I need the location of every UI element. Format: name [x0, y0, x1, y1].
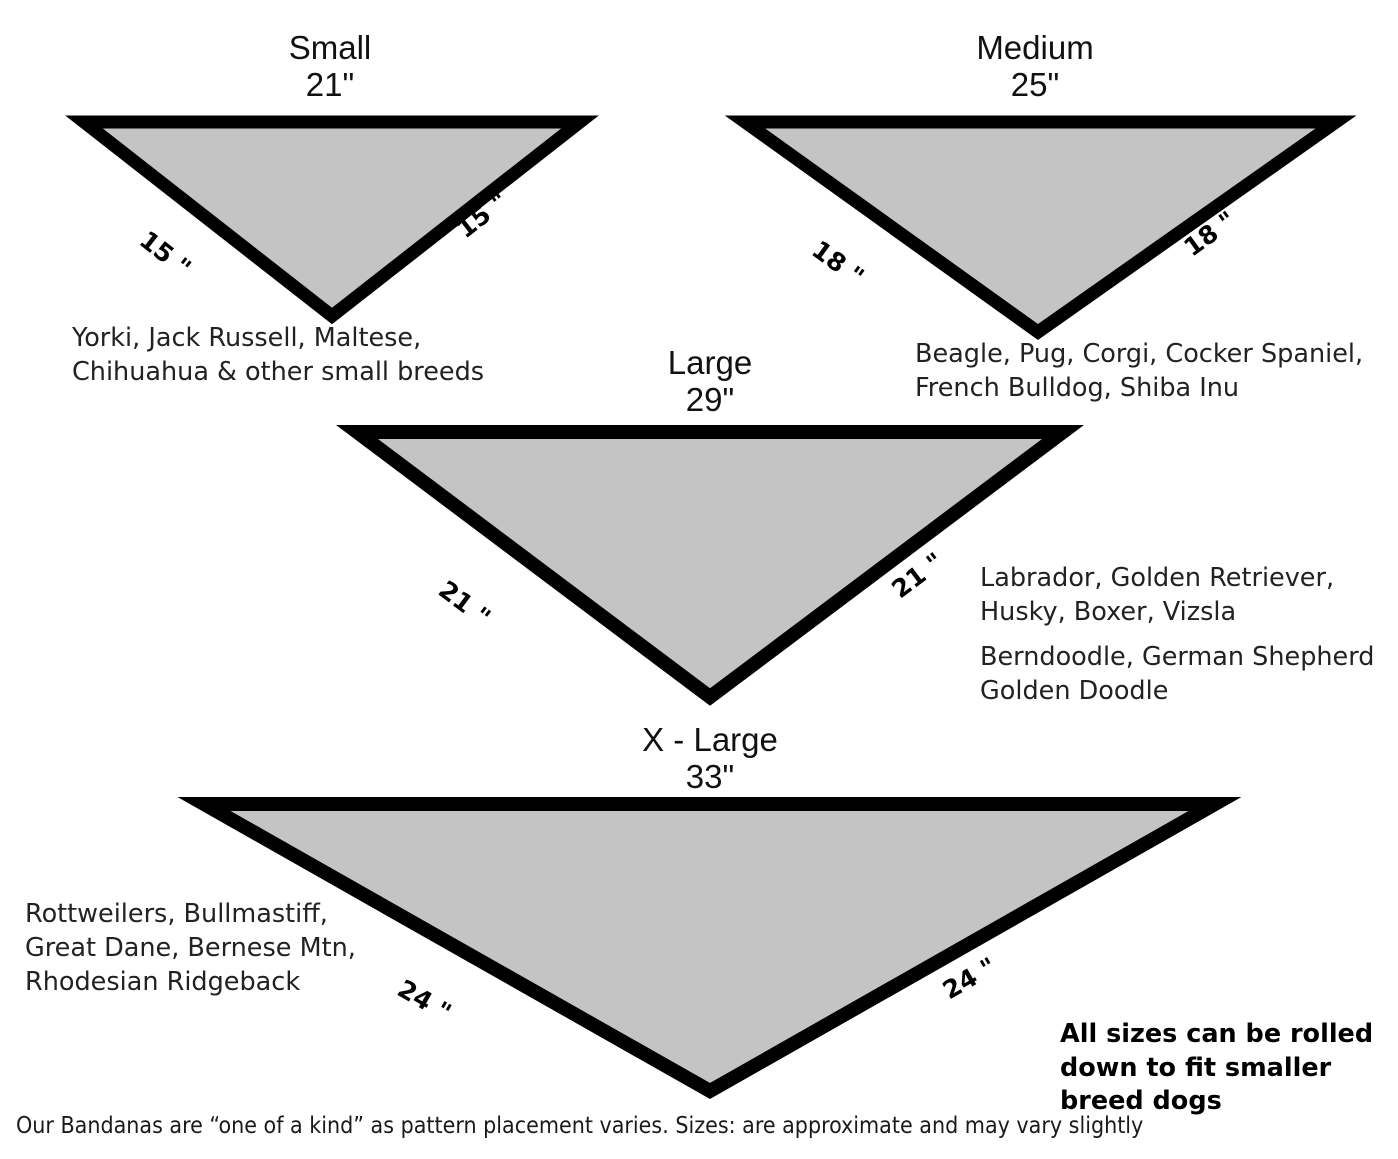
breed-line: Golden Doodle [980, 675, 1169, 706]
bandana-triangle-xlarge [177, 797, 1242, 1100]
breed-line: Rhodesian Ridgeback [25, 966, 301, 997]
size-measure-small: 21" [305, 65, 355, 103]
breed-list-xlarge: Rottweilers, Bullmastiff, Great Dane, Be… [25, 898, 356, 1000]
callout-line: All sizes can be rolled [1060, 1019, 1374, 1049]
size-measure-xlarge: 33" [685, 757, 735, 795]
rolled-down-callout: All sizes can be rolled down to fit smal… [1060, 1018, 1373, 1119]
breed-line: Great Dane, Bernese Mtn, [25, 932, 356, 963]
size-name-large: Large [667, 344, 753, 381]
breed-line: Yorki, Jack Russell, Maltese, [72, 323, 422, 353]
breed-list-medium: Beagle, Pug, Corgi, Cocker Spaniel, Fren… [915, 338, 1363, 406]
breed-list-small: Yorki, Jack Russell, Maltese, Chihuahua … [72, 322, 484, 390]
breed-line: Labrador, Golden Retriever, [980, 563, 1335, 593]
breed-group: Rottweilers, Bullmastiff, Great Dane, Be… [25, 898, 356, 1000]
breed-line: Rottweilers, Bullmastiff, [25, 899, 328, 929]
size-name-xlarge: X - Large [642, 721, 778, 758]
breed-list-large: Labrador, Golden Retriever, Husky, Boxer… [980, 562, 1374, 709]
callout-line: down to fit smaller [1060, 1052, 1332, 1083]
size-title-small: Small 21" [170, 29, 490, 104]
breed-line: French Bulldog, Shiba Inu [915, 372, 1240, 403]
footer-disclaimer: Our Bandanas are “one of a kind” as patt… [16, 1113, 1144, 1139]
bandana-triangle-large [336, 425, 1084, 706]
callout-line: breed dogs [1060, 1086, 1222, 1117]
size-name-small: Small [288, 29, 372, 66]
breed-group: Yorki, Jack Russell, Maltese, Chihuahua … [72, 322, 484, 390]
breed-line: Berndoodle, German Shepherd [980, 641, 1375, 672]
breed-line: Beagle, Pug, Corgi, Cocker Spaniel, [915, 339, 1364, 369]
size-title-large: Large 29" [565, 344, 855, 419]
size-measure-medium: 25" [1010, 65, 1060, 103]
size-title-medium: Medium 25" [885, 29, 1185, 104]
bandana-triangle-medium [724, 115, 1357, 340]
breed-group: Berndoodle, German Shepherd Golden Doodl… [980, 641, 1374, 709]
breed-line: Chihuahua & other small breeds [72, 356, 485, 387]
breed-group: Beagle, Pug, Corgi, Cocker Spaniel, Fren… [915, 338, 1363, 406]
bandana-triangle-small [65, 115, 599, 325]
size-measure-large: 29" [685, 380, 735, 418]
size-title-xlarge: X - Large 33" [565, 721, 855, 796]
breed-group: Labrador, Golden Retriever, Husky, Boxer… [980, 562, 1374, 630]
breed-line: Husky, Boxer, Vizsla [980, 596, 1237, 627]
size-name-medium: Medium [976, 29, 1094, 66]
